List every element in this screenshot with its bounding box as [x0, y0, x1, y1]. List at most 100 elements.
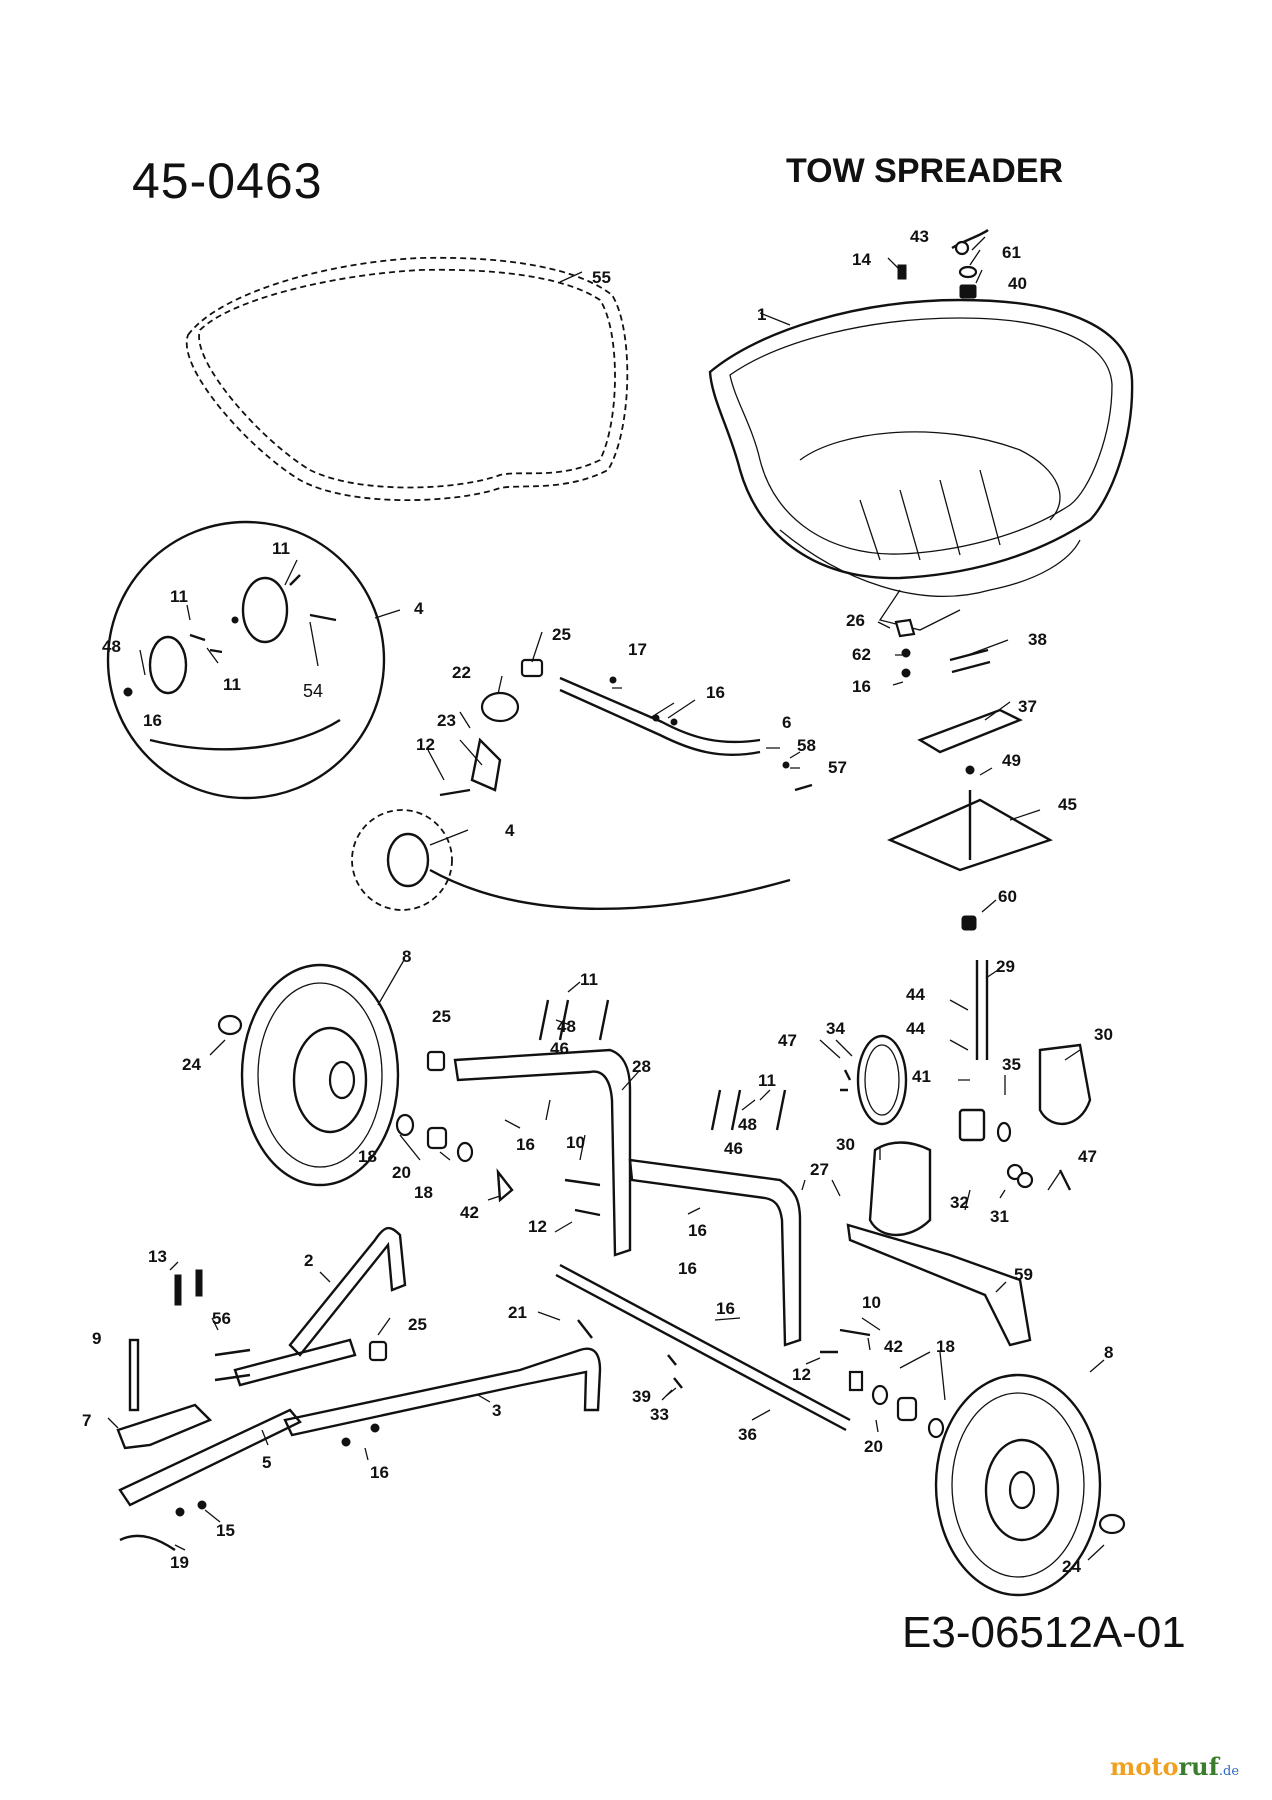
part-28-frame-upright: [453, 1048, 632, 1257]
leader-lines: [107, 236, 1105, 1561]
callout-25: 25: [432, 1007, 451, 1026]
callout-37: 37: [1018, 697, 1037, 716]
callout-46: 46: [724, 1139, 743, 1158]
callout-2: 2: [304, 1251, 313, 1270]
callout-12: 12: [528, 1217, 547, 1236]
callout-27: 27: [810, 1160, 829, 1179]
callout-16: 16: [370, 1463, 389, 1482]
callout-12: 12: [792, 1365, 811, 1384]
part-29-shaft: [975, 960, 989, 1060]
callout-1: 1: [757, 305, 766, 324]
callout-42: 42: [460, 1203, 479, 1222]
callout-17: 17: [628, 640, 647, 659]
callout-16: 16: [516, 1135, 535, 1154]
callout-16: 16: [852, 677, 871, 696]
part-59-bracket: [846, 1223, 1032, 1347]
callout-18: 18: [358, 1147, 377, 1166]
hopper-hardware: [897, 229, 989, 299]
callout-16: 16: [706, 683, 725, 702]
model-number: 45-0463: [132, 153, 323, 209]
callout-25: 25: [552, 625, 571, 644]
callout-20: 20: [864, 1437, 883, 1456]
callout-13: 13: [148, 1247, 167, 1266]
callout-16: 16: [143, 711, 162, 730]
callout-4: 4: [505, 821, 515, 840]
callout-20: 20: [392, 1163, 411, 1182]
callout-11: 11: [580, 970, 598, 989]
part-55-gasket: [185, 256, 629, 502]
callout-14: 14: [852, 250, 871, 269]
callout-38: 38: [1028, 630, 1047, 649]
callout-41: 41: [912, 1067, 931, 1086]
callout-11: 11: [272, 539, 290, 558]
callout-4: 4: [414, 599, 424, 618]
callout-48: 48: [738, 1115, 757, 1134]
callout-40: 40: [1008, 274, 1027, 293]
callout-11: 11: [223, 675, 241, 694]
gate-and-deflector: [887, 618, 1053, 931]
callout-46: 46: [550, 1039, 569, 1058]
callout-9: 9: [92, 1329, 101, 1348]
callout-18: 18: [936, 1337, 955, 1356]
callout-16: 16: [716, 1299, 735, 1318]
callout-48: 48: [557, 1017, 576, 1036]
callout-24: 24: [1062, 1557, 1081, 1576]
callout-60: 60: [998, 887, 1017, 906]
callout-62: 62: [852, 645, 871, 664]
part-4-agitator-assembled: [351, 809, 791, 911]
callout-5: 5: [262, 1453, 271, 1472]
part-36-axle: [555, 1263, 851, 1432]
part-27-frame-upright: [628, 1158, 802, 1347]
callout-labels: 43 61 14 40 55 1 4 11 11 11 48 16 54 26 …: [82, 227, 1113, 1576]
callout-47: 47: [778, 1031, 797, 1050]
part-1-hopper: [708, 298, 1134, 631]
callout-10: 10: [566, 1133, 585, 1152]
callout-43: 43: [910, 227, 929, 246]
part-4-agitator-inset: [106, 520, 386, 800]
callout-12: 12: [416, 735, 435, 754]
part-6-control-rod: [559, 676, 813, 792]
part-2-tongue-upper: [288, 1226, 407, 1357]
callout-59: 59: [1014, 1265, 1033, 1284]
small-parts-cluster: [439, 658, 544, 797]
callout-24: 24: [182, 1055, 201, 1074]
callout-39: 39: [632, 1387, 651, 1406]
callout-11: 11: [170, 587, 188, 606]
callout-57: 57: [828, 758, 847, 777]
diagram-title: TOW SPREADER: [786, 152, 1064, 190]
callout-21: 21: [508, 1303, 527, 1322]
callout-49: 49: [1002, 751, 1021, 770]
fasteners-middle: [395, 999, 945, 1439]
callout-22: 22: [452, 663, 471, 682]
callout-56: 56: [212, 1309, 231, 1328]
callout-30: 30: [1094, 1025, 1113, 1044]
callout-30: 30: [836, 1135, 855, 1154]
callout-58: 58: [797, 736, 816, 755]
callout-25: 25: [408, 1315, 427, 1334]
hitch-hardware: [119, 1340, 388, 1551]
callout-28: 28: [632, 1057, 651, 1076]
callout-34: 34: [826, 1019, 845, 1038]
part-8-wheel-left: [217, 963, 400, 1187]
callout-54: 54: [303, 681, 323, 701]
part-5-tow-bar: [118, 1338, 357, 1507]
callout-32: 32: [950, 1193, 969, 1212]
callout-8: 8: [402, 947, 411, 966]
watermark-logo: motoruf.de: [1110, 1752, 1240, 1781]
callout-7: 7: [82, 1411, 91, 1430]
diagram-code: E3-06512A-01: [902, 1608, 1186, 1657]
callout-10: 10: [862, 1293, 881, 1312]
callout-19: 19: [170, 1553, 189, 1572]
callout-35: 35: [1002, 1055, 1021, 1074]
callout-29: 29: [996, 957, 1015, 976]
callout-8: 8: [1104, 1343, 1113, 1362]
callout-33: 33: [650, 1405, 669, 1424]
callout-47: 47: [1078, 1147, 1097, 1166]
callout-16: 16: [688, 1221, 707, 1240]
callout-3: 3: [492, 1401, 501, 1420]
gearbox: [840, 1034, 1092, 1237]
callout-18: 18: [414, 1183, 433, 1202]
callout-26: 26: [846, 611, 865, 630]
